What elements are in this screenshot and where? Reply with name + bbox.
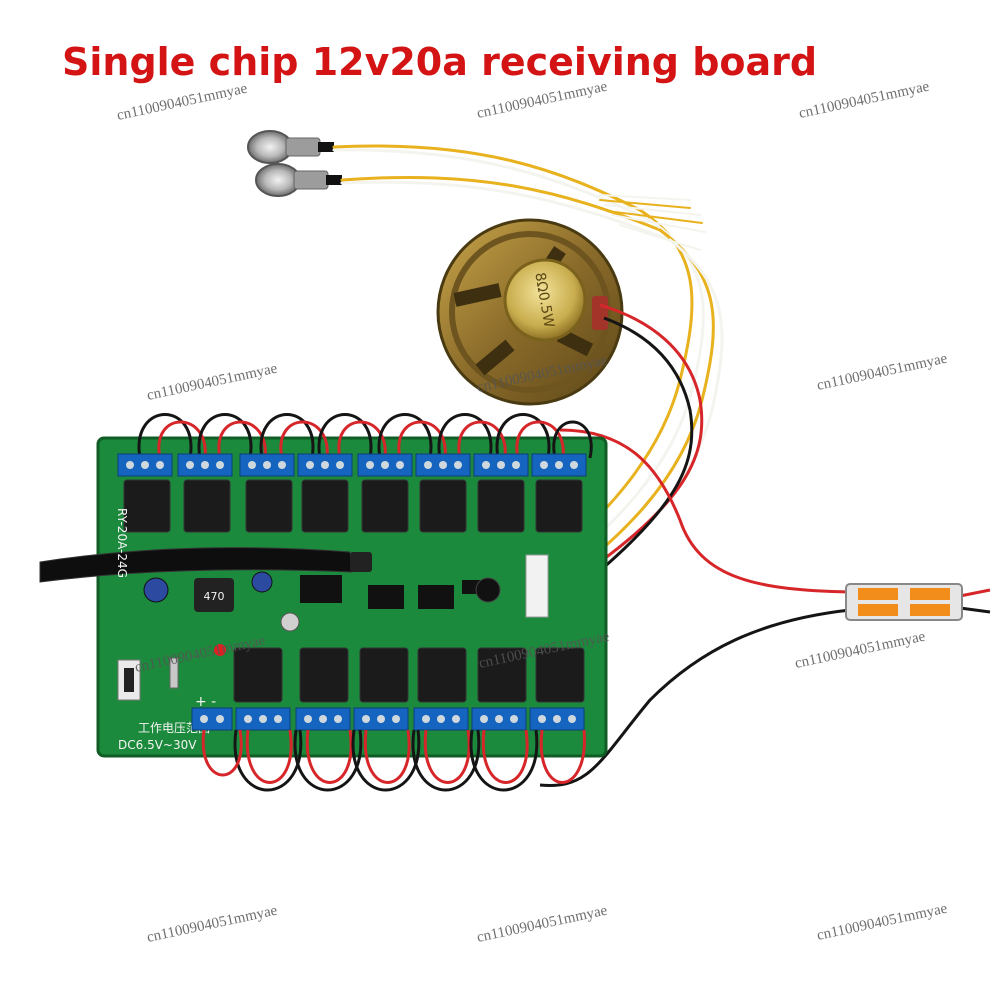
bottom-wire-loops [201,729,586,792]
top-wire-loops [137,413,593,459]
lever-connector [845,583,963,621]
led-holder-2 [255,163,342,197]
receiver-board: 470 RY-20A-24G + - 工作电压范围 DC6.5V~30V [39,413,608,792]
watermark: cn1100904051mmyae [816,901,950,944]
top-relays [123,479,583,533]
watermark: cn1100904051mmyae [476,903,610,946]
antenna [39,547,372,583]
watermark: cn1100904051mmyae [146,903,280,946]
speaker-wires [559,303,704,602]
bottom-relays [233,647,585,703]
model-label: RY-20A-24G [115,508,129,578]
watermark: cn1100904051mmyae [816,351,950,394]
voltage-range: DC6.5V~30V [118,738,197,752]
bottom-terminals [191,707,585,731]
watermark: cn1100904051mmyae [794,629,928,672]
led-holders [247,130,342,197]
polarity-label: + - [195,694,216,710]
title: Single chip 12v20a receiving board [62,40,818,84]
inductor-label: 470 [204,590,225,603]
control-circuit: 470 [117,554,549,701]
led-holder-1 [247,130,334,164]
top-terminals [117,453,587,477]
watermark: cn1100904051mmyae [146,361,280,404]
watermark: cn1100904051mmyae [476,79,610,122]
watermark: cn1100904051mmyae [798,79,932,122]
led-wires [332,144,724,602]
watermark: cn1100904051mmyae [116,81,250,124]
power-wires [539,428,991,788]
speaker: 8Ω0.5W [436,218,624,406]
